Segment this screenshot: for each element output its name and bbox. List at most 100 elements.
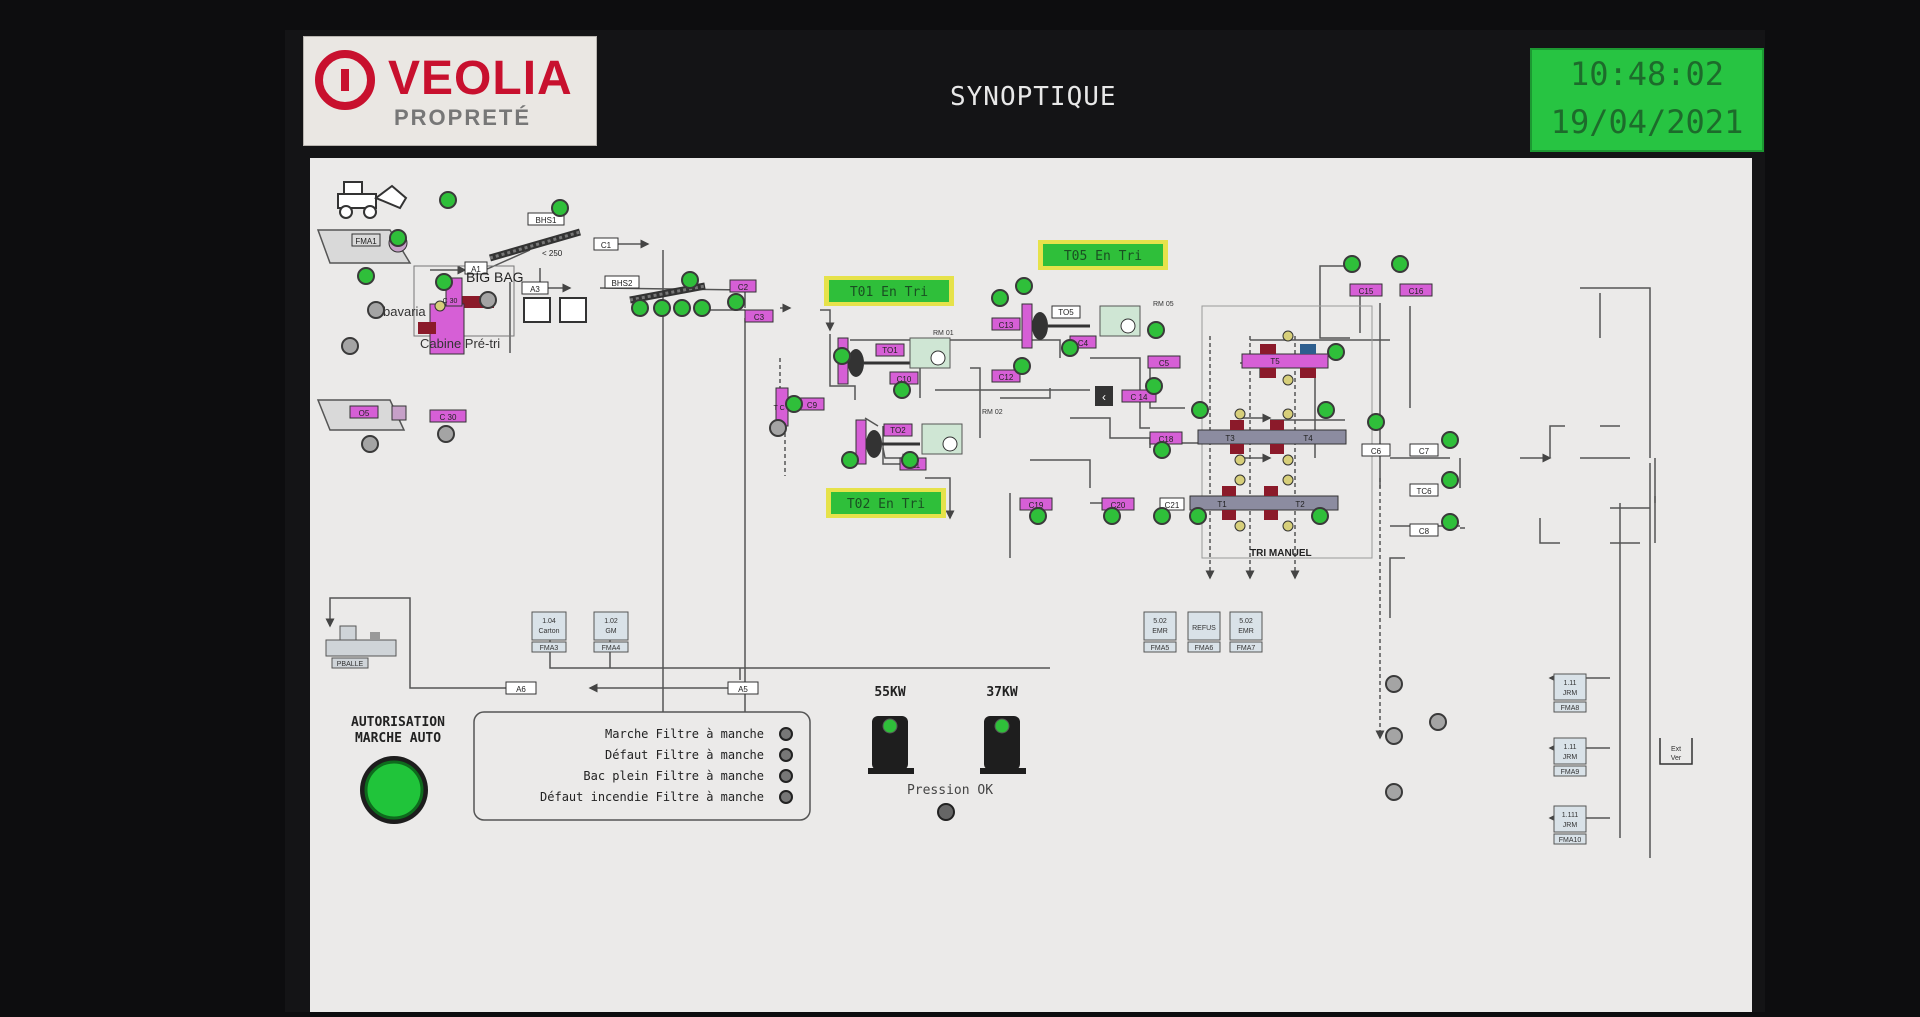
motor-status-indicator <box>673 299 691 317</box>
motor-status-indicator <box>1191 401 1209 419</box>
bin-ext: Ext Ver <box>1659 738 1693 765</box>
bhs1-label: BHS1 <box>536 216 557 225</box>
to5-sorter[interactable]: TO5 RM 05 C4 <box>1021 301 1174 349</box>
filter-status-indicator <box>779 769 793 783</box>
c3-conveyor[interactable] <box>744 309 774 323</box>
t05-status-banner: T05 En Tri <box>1038 240 1168 270</box>
c2-conveyor[interactable] <box>729 279 757 293</box>
t3-t4-cabin[interactable]: T3 T4 <box>1197 420 1347 454</box>
filter-status-indicator <box>779 727 793 741</box>
c15-label: C15 <box>1359 287 1374 296</box>
motor-status-indicator <box>1367 413 1385 431</box>
filter-panel <box>473 711 811 821</box>
auto-mode-button[interactable] <box>360 756 428 824</box>
page-title: SYNOPTIQUE <box>950 82 1117 112</box>
motor-status-indicator <box>1391 255 1409 273</box>
clock-date: 19/04/2021 <box>1550 103 1744 141</box>
pballe-label: PBALLE <box>337 661 364 668</box>
c14-label: C 14 <box>1131 393 1148 402</box>
tc6-label: TC6 <box>1416 487 1432 496</box>
rm01-label: RM 01 <box>933 330 954 337</box>
c21-conveyor[interactable] <box>1159 497 1185 511</box>
t4-label: T4 <box>1303 434 1313 443</box>
c30-conveyor-label: C 30 <box>440 413 457 422</box>
bin7-mid: JRM <box>1563 754 1578 761</box>
motor-status-indicator <box>437 425 455 443</box>
bin8-mid: JRM <box>1563 822 1578 829</box>
back-button[interactable] <box>1095 386 1113 406</box>
bin2-tag: FMA4 <box>602 645 621 652</box>
lt250-label: < 250 <box>542 249 563 258</box>
c6-conveyor[interactable] <box>1361 443 1391 457</box>
status-indicators <box>341 191 1459 801</box>
a6-label: A6 <box>516 685 526 694</box>
to1-sorter[interactable]: TO1 RM 01 C10 <box>837 330 954 385</box>
motor-status-indicator <box>435 273 453 291</box>
bhs2-label: BHS2 <box>612 279 633 288</box>
motor-status-indicator <box>893 381 911 399</box>
t1-label: T1 <box>1217 500 1227 509</box>
t02-status-banner: T02 En Tri <box>826 488 946 518</box>
c7-conveyor[interactable] <box>1409 443 1439 457</box>
motor-status-indicator <box>1153 441 1171 459</box>
motor-status-indicator <box>1189 507 1207 525</box>
autorisation-line1: AUTORISATION <box>351 715 445 730</box>
bin-emr-2: 5.02 EMR FMA7 <box>1229 611 1263 653</box>
motor-status-indicator <box>1015 277 1033 295</box>
fma1-label: FMA1 <box>355 237 377 246</box>
motor-status-indicator <box>1013 357 1031 375</box>
c1-conveyor[interactable] <box>593 237 619 251</box>
synoptic-panel: FMA1 R bavaria A1 BHS1 < 250 C1 A3 C 30 … <box>310 158 1752 1012</box>
c15-conveyor[interactable] <box>1349 283 1383 297</box>
bin4-tag: FMA6 <box>1195 645 1214 652</box>
t1-t2-cabin[interactable]: T1 T2 <box>1189 486 1339 520</box>
baler-icon: PBALLE <box>325 625 397 669</box>
bin2-mid: GM <box>605 628 616 635</box>
c13-conveyor[interactable] <box>991 317 1021 331</box>
c10-label: C10 <box>897 375 912 384</box>
motor-status-indicator <box>1441 431 1459 449</box>
filter-status-label: Défaut incendie Filtre à manche <box>540 790 764 804</box>
loader-icon <box>337 181 408 219</box>
bhs1-screen[interactable]: BHS1 < 250 <box>489 212 581 262</box>
bin-carton: 1.04 Carton FMA3 <box>531 611 567 653</box>
pressure-indicator <box>937 803 955 821</box>
motor-status-indicator <box>1441 471 1459 489</box>
motor-status-indicator <box>341 337 359 355</box>
synoptic-diagram: FMA1 R bavaria A1 BHS1 < 250 C1 A3 C 30 … <box>316 181 1693 858</box>
compressor-55kw-icon <box>868 716 914 774</box>
bin-gm: 1.02 GM FMA4 <box>593 611 629 653</box>
motor-status-indicator <box>1029 507 1047 525</box>
a5-conveyor[interactable] <box>727 681 759 695</box>
a3-conveyor[interactable] <box>521 281 549 295</box>
a1-conveyor[interactable] <box>464 261 488 275</box>
motor-status-indicator <box>361 435 379 453</box>
veolia-logo: VEOLIA PROPRETÉ <box>303 36 597 146</box>
c30-conveyor[interactable] <box>429 409 467 423</box>
o5-label: O5 <box>359 409 370 418</box>
t5-cabin[interactable]: T5 <box>1241 344 1329 378</box>
a5-label: A5 <box>738 685 748 694</box>
motor-status-indicator <box>681 271 699 289</box>
autorisation-line2: MARCHE AUTO <box>355 731 441 746</box>
motor-status-indicator <box>389 229 407 247</box>
a6-conveyor[interactable] <box>505 681 537 695</box>
motor-status-indicator <box>1153 507 1171 525</box>
c12-conveyor[interactable] <box>991 369 1021 383</box>
tc6-conveyor[interactable] <box>1409 483 1439 497</box>
c5-conveyor[interactable] <box>1147 355 1181 369</box>
filter-status-label: Bac plein Filtre à manche <box>583 769 764 783</box>
a3-label: A3 <box>530 285 540 294</box>
o5-hopper: O5 <box>316 399 407 431</box>
compressor-37kw-label: 37KW <box>986 685 1017 700</box>
c19-label: C19 <box>1029 501 1044 510</box>
motor-status-indicator <box>785 395 803 413</box>
c12-label: C12 <box>999 373 1014 382</box>
bin-jrm-2: 1.11 JRM FMA9 <box>1553 737 1587 777</box>
bin1-mid: Carton <box>538 628 559 635</box>
rm02-label: RM 02 <box>982 409 1003 416</box>
c14-conveyor[interactable] <box>1121 389 1157 403</box>
bin7-top: 1.11 <box>1563 744 1576 751</box>
c8-conveyor[interactable] <box>1409 523 1439 537</box>
c16-conveyor[interactable] <box>1399 283 1433 297</box>
